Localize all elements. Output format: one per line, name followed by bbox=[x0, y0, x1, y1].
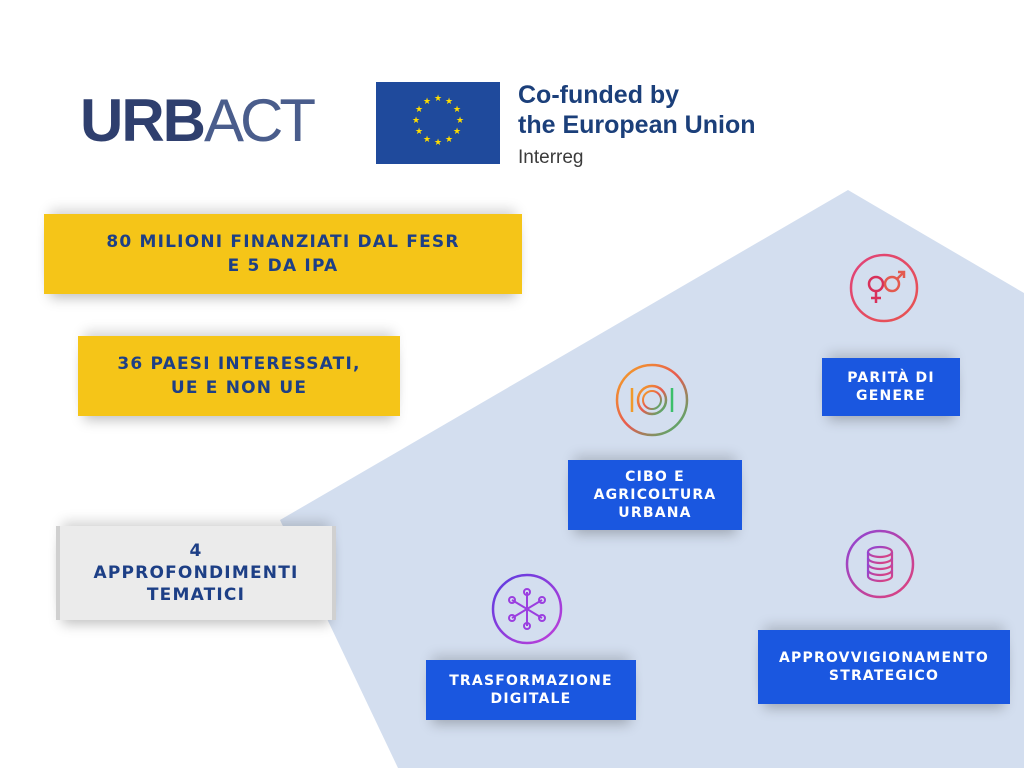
themes-box: 4 APPROFONDIMENTI TEMATICI bbox=[56, 526, 336, 620]
gender-symbols-icon bbox=[848, 252, 920, 324]
svg-text:★: ★ bbox=[453, 127, 461, 137]
themes-line-1: 4 bbox=[189, 541, 203, 561]
topic-gender: PARITÀ DI GENERE bbox=[822, 358, 960, 416]
eu-cofunding-text: Co-funded by the European Union Interreg bbox=[518, 80, 756, 170]
funding-line-2: E 5 DA IPA bbox=[227, 256, 339, 276]
coin-stack-icon bbox=[844, 528, 916, 600]
topic-digital-line-1: TRASFORMAZIONE bbox=[449, 673, 613, 689]
svg-text:★: ★ bbox=[456, 116, 464, 126]
svg-text:★: ★ bbox=[445, 97, 453, 107]
topic-food: CIBO E AGRICOLTURA URBANA bbox=[568, 460, 742, 530]
countries-line-2: UE E NON UE bbox=[170, 378, 308, 398]
topic-procurement-line-2: STRATEGICO bbox=[828, 668, 940, 684]
network-nodes-icon bbox=[490, 572, 564, 646]
topic-digital: TRASFORMAZIONE DIGITALE bbox=[426, 660, 636, 720]
svg-text:★: ★ bbox=[434, 94, 442, 104]
eu-line-2: the European Union bbox=[518, 111, 756, 139]
topic-procurement: APPROVVIGIONAMENTO STRATEGICO bbox=[758, 630, 1010, 704]
topic-procurement-line-1: APPROVVIGIONAMENTO bbox=[779, 650, 989, 666]
funding-box: 80 MILIONI FINANZIATI DAL FESR E 5 DA IP… bbox=[44, 214, 522, 294]
eu-line-3: Interreg bbox=[518, 147, 584, 168]
topic-food-line-2: AGRICOLTURA bbox=[593, 487, 717, 503]
topic-food-line-1: CIBO E bbox=[625, 469, 685, 485]
svg-text:★: ★ bbox=[434, 138, 442, 148]
svg-text:★: ★ bbox=[423, 135, 431, 145]
countries-line-1: 36 PAESI INTERESSATI, bbox=[117, 354, 361, 374]
svg-text:★: ★ bbox=[453, 105, 461, 115]
topic-gender-line-1: PARITÀ DI bbox=[847, 370, 935, 386]
plate-cutlery-icon bbox=[614, 362, 690, 438]
countries-box: 36 PAESI INTERESSATI, UE E NON UE bbox=[78, 336, 400, 416]
themes-line-3: TEMATICI bbox=[146, 585, 246, 605]
svg-text:★: ★ bbox=[415, 105, 423, 115]
svg-text:★: ★ bbox=[423, 97, 431, 107]
eu-flag-icon: ★ ★ ★ ★ ★ ★ ★ ★ ★ ★ ★ ★ bbox=[376, 82, 500, 164]
svg-text:★: ★ bbox=[415, 127, 423, 137]
urbact-logo: URBACT bbox=[80, 87, 316, 154]
topic-food-line-3: URBANA bbox=[618, 505, 692, 521]
svg-text:★: ★ bbox=[445, 135, 453, 145]
topic-digital-line-2: DIGITALE bbox=[490, 691, 572, 707]
svg-text:★: ★ bbox=[412, 116, 420, 126]
funding-line-1: 80 MILIONI FINANZIATI DAL FESR bbox=[106, 232, 460, 252]
themes-line-2: APPROFONDIMENTI bbox=[93, 563, 299, 583]
eu-line-1: Co-funded by bbox=[518, 81, 680, 109]
topic-gender-line-2: GENERE bbox=[856, 388, 926, 404]
